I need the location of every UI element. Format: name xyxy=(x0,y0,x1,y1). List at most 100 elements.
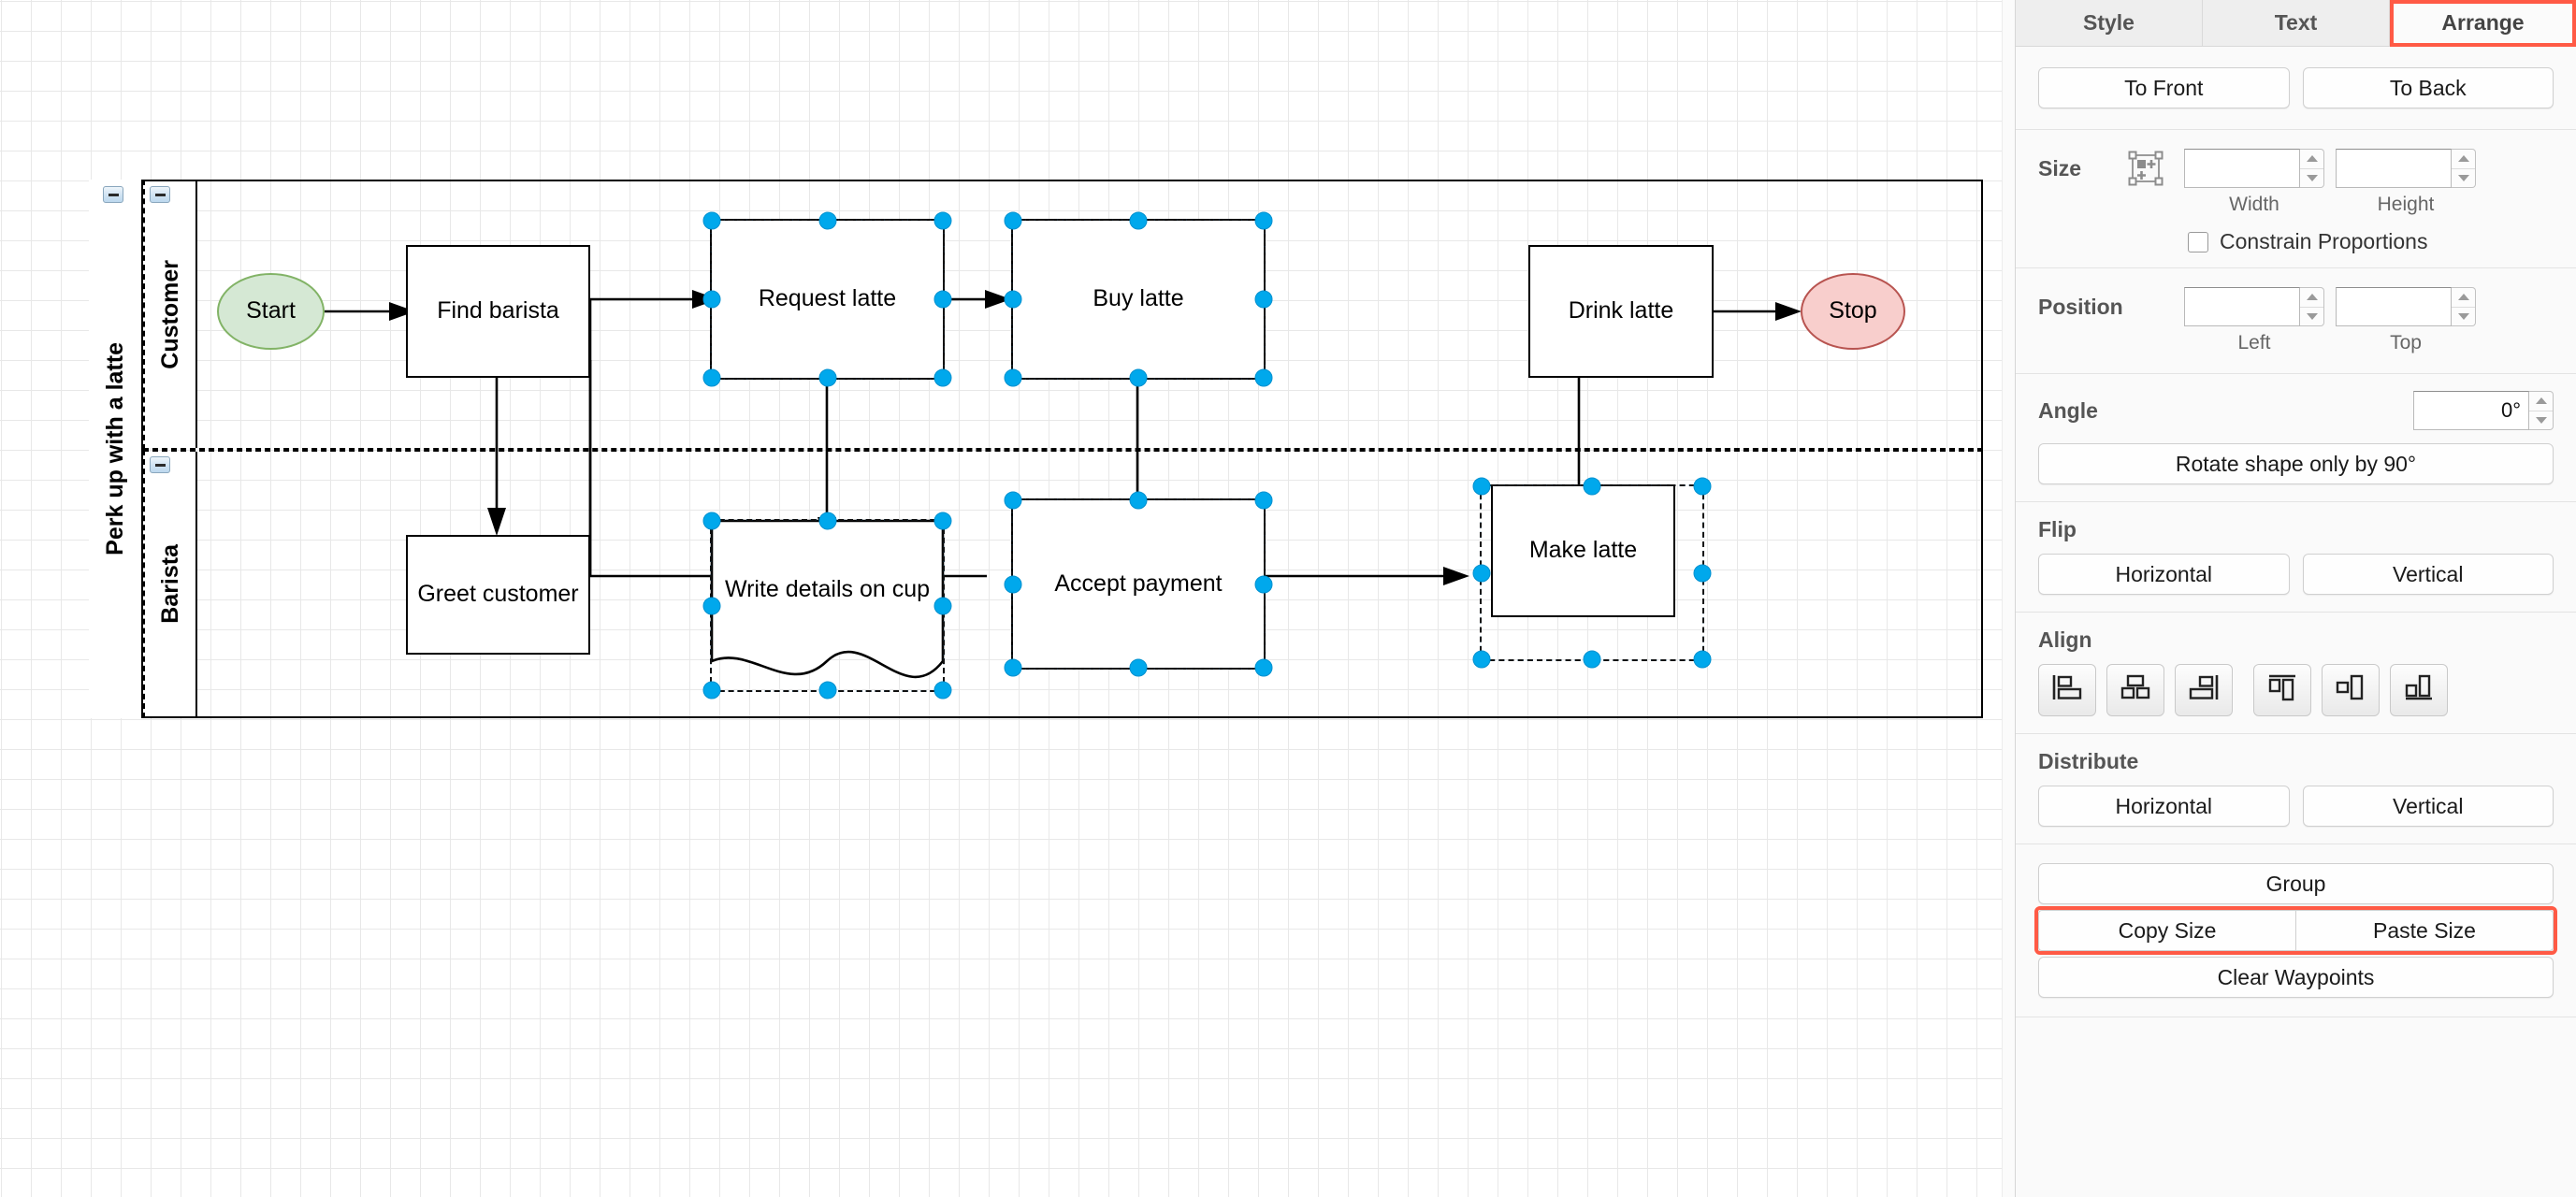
panel-scrollbar[interactable] xyxy=(2015,580,2016,1122)
selection-accept-payment[interactable] xyxy=(1004,491,1273,677)
align-right-button[interactable] xyxy=(2175,664,2233,716)
resize-handle-sw[interactable] xyxy=(1472,650,1491,669)
width-spinner[interactable] xyxy=(2300,149,2324,188)
lane-customer[interactable] xyxy=(143,180,1983,450)
resize-handle-sw[interactable] xyxy=(1004,658,1022,677)
pool-collapse-icon[interactable] xyxy=(103,186,123,203)
resize-handle-e[interactable] xyxy=(1693,564,1712,582)
rotate-shape-button[interactable]: Rotate shape only by 90° xyxy=(2038,443,2554,484)
node-stop[interactable]: Stop xyxy=(1801,273,1905,350)
node-find-barista[interactable]: Find barista xyxy=(406,245,590,378)
resize-handle-s[interactable] xyxy=(1129,658,1148,677)
width-input[interactable] xyxy=(2184,149,2300,188)
top-spinner[interactable] xyxy=(2452,287,2476,326)
left-spinner[interactable] xyxy=(2300,287,2324,326)
resize-handle-nw[interactable] xyxy=(1004,491,1022,510)
tab-arrange[interactable]: Arrange xyxy=(2390,0,2576,47)
left-spin-up[interactable] xyxy=(2300,288,2323,308)
resize-handle-n[interactable] xyxy=(1129,491,1148,510)
angle-input[interactable] xyxy=(2413,391,2529,430)
selection-buy-latte[interactable] xyxy=(1004,211,1273,387)
angle-spin-up[interactable] xyxy=(2529,392,2553,411)
resize-handle-nw[interactable] xyxy=(702,512,721,530)
align-bottom-button[interactable] xyxy=(2390,664,2448,716)
resize-handle-sw[interactable] xyxy=(702,681,721,699)
to-back-button[interactable]: To Back xyxy=(2302,67,2554,108)
resize-handle-se[interactable] xyxy=(933,681,952,699)
align-top-button[interactable] xyxy=(2253,664,2311,716)
resize-handle-w[interactable] xyxy=(702,597,721,614)
width-spin-down[interactable] xyxy=(2300,169,2323,188)
resize-handle-ne[interactable] xyxy=(1254,491,1273,510)
node-start[interactable]: Start xyxy=(217,273,325,350)
resize-handle-e[interactable] xyxy=(933,290,952,309)
top-input[interactable] xyxy=(2336,287,2452,326)
resize-handle-w[interactable] xyxy=(1004,290,1022,309)
resize-handle-e[interactable] xyxy=(1254,290,1273,309)
height-field[interactable] xyxy=(2336,149,2476,188)
resize-handle-w[interactable] xyxy=(702,290,721,309)
left-spin-down[interactable] xyxy=(2300,308,2323,326)
resize-handle-s[interactable] xyxy=(818,681,836,699)
resize-handle-n[interactable] xyxy=(1583,477,1601,496)
angle-spin-down[interactable] xyxy=(2529,411,2553,430)
width-field[interactable] xyxy=(2184,149,2324,188)
resize-handle-ne[interactable] xyxy=(933,211,952,230)
diagram-canvas[interactable]: Perk up with a latte Customer Barista xyxy=(0,0,2015,1197)
resize-handle-se[interactable] xyxy=(1693,650,1712,669)
resize-handle-se[interactable] xyxy=(1254,658,1273,677)
paste-size-button[interactable]: Paste Size xyxy=(2295,910,2554,951)
lane-customer-title[interactable]: Customer xyxy=(145,181,197,448)
resize-handle-ne[interactable] xyxy=(1254,211,1273,230)
resize-handle-s[interactable] xyxy=(818,368,836,387)
resize-handle-nw[interactable] xyxy=(702,211,721,230)
distribute-vertical-button[interactable]: Vertical xyxy=(2302,786,2554,827)
top-spin-down[interactable] xyxy=(2452,308,2475,326)
lane-customer-collapse-icon[interactable] xyxy=(150,186,170,203)
resize-handle-n[interactable] xyxy=(818,512,836,530)
height-spinner[interactable] xyxy=(2452,149,2476,188)
to-front-button[interactable]: To Front xyxy=(2038,67,2290,108)
distribute-horizontal-button[interactable]: Horizontal xyxy=(2038,786,2290,827)
resize-handle-sw[interactable] xyxy=(1004,368,1022,387)
align-middle-button[interactable] xyxy=(2322,664,2380,716)
resize-handle-s[interactable] xyxy=(1583,650,1601,669)
pool-title-bar[interactable]: Perk up with a latte xyxy=(89,180,143,718)
flip-vertical-button[interactable]: Vertical xyxy=(2302,554,2554,595)
top-field[interactable] xyxy=(2336,287,2476,326)
node-greet-customer[interactable]: Greet customer xyxy=(406,535,590,655)
height-spin-up[interactable] xyxy=(2452,150,2475,169)
angle-spinner[interactable] xyxy=(2529,391,2554,430)
align-center-button[interactable] xyxy=(2106,664,2164,716)
resize-handle-se[interactable] xyxy=(933,368,952,387)
clear-waypoints-button[interactable]: Clear Waypoints xyxy=(2038,957,2554,998)
resize-handle-w[interactable] xyxy=(1472,564,1491,582)
resize-handle-n[interactable] xyxy=(818,211,836,230)
resize-handle-s[interactable] xyxy=(1129,368,1148,387)
lane-barista-title[interactable]: Barista xyxy=(145,452,197,716)
selection-request-latte[interactable] xyxy=(702,211,952,387)
copy-size-button[interactable]: Copy Size xyxy=(2038,910,2295,951)
resize-handle-ne[interactable] xyxy=(933,512,952,530)
node-drink-latte[interactable]: Drink latte xyxy=(1528,245,1714,378)
resize-handle-ne[interactable] xyxy=(1693,477,1712,496)
resize-handle-e[interactable] xyxy=(933,597,952,614)
resize-handle-sw[interactable] xyxy=(702,368,721,387)
selection-write-details-on-cup[interactable] xyxy=(702,512,952,699)
constrain-proportions-checkbox[interactable] xyxy=(2188,231,2208,252)
resize-handle-e[interactable] xyxy=(1254,575,1273,593)
lane-barista-collapse-icon[interactable] xyxy=(150,456,170,473)
group-button[interactable]: Group xyxy=(2038,863,2554,904)
canvas-scroll-track[interactable] xyxy=(2002,0,2015,1197)
left-input[interactable] xyxy=(2184,287,2300,326)
top-spin-up[interactable] xyxy=(2452,288,2475,308)
selection-make-latte[interactable] xyxy=(1472,477,1712,669)
lane-barista[interactable] xyxy=(143,450,1983,718)
flip-horizontal-button[interactable]: Horizontal xyxy=(2038,554,2290,595)
height-spin-down[interactable] xyxy=(2452,169,2475,188)
align-left-button[interactable] xyxy=(2038,664,2096,716)
tab-text[interactable]: Text xyxy=(2203,0,2390,47)
tab-style[interactable]: Style xyxy=(2016,0,2203,47)
resize-handle-nw[interactable] xyxy=(1004,211,1022,230)
resize-handle-nw[interactable] xyxy=(1472,477,1491,496)
